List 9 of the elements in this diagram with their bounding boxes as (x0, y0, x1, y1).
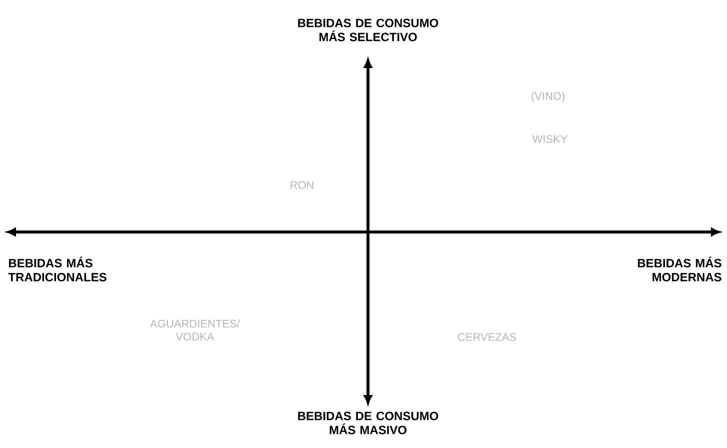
brand-label: AGUARDIENTES/ VODKA (150, 319, 240, 341)
brand-label: (VINO) (532, 92, 564, 102)
axis-title: BEBIDAS MÁS MODERNAS (638, 256, 722, 282)
brand-label: CERVEZAS (458, 333, 516, 341)
brand-label: WISKY (532, 135, 568, 143)
axis-title: BEBIDAS DE CONSUMO MÁS MASIVO (298, 412, 438, 434)
axis-title: BEBIDAS DE CONSUMO MÁS SELECTIVO (298, 18, 438, 42)
brand-label: RON (290, 181, 314, 189)
axis-title: BEBIDAS MÁS TRADICIONALES (8, 256, 106, 282)
